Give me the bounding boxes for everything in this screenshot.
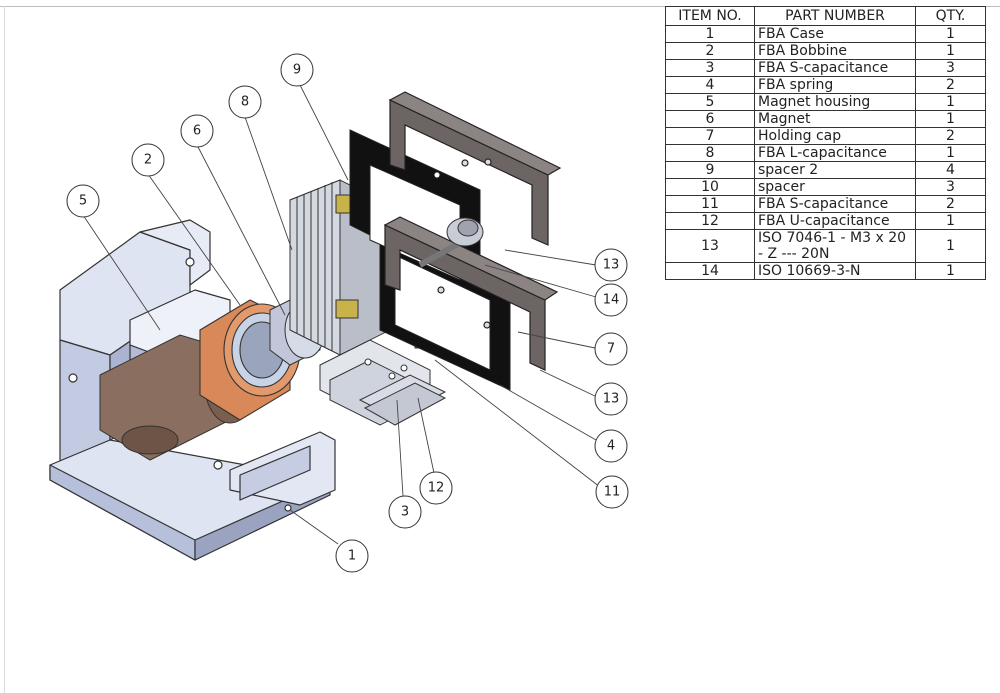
bom-qty: 2 (915, 195, 986, 213)
sheet-border-left (4, 6, 5, 693)
balloon-4: 4 (594, 429, 628, 463)
plate-stack-part (289, 179, 447, 426)
bom-item-no: 4 (665, 76, 755, 94)
svg-text:13: 13 (603, 392, 620, 407)
bom-qty: 2 (915, 76, 986, 94)
bom-item-no: 12 (665, 212, 755, 230)
bom-item-no: 6 (665, 110, 755, 128)
bom-qty: 1 (915, 110, 986, 128)
bom-part-number: ISO 10669-3-N (754, 262, 916, 280)
svg-text:9: 9 (293, 63, 301, 78)
svg-text:14: 14 (603, 293, 620, 308)
bom-part-number: spacer 2 (754, 161, 916, 179)
bom-part-number: FBA U-capacitance (754, 212, 916, 230)
svg-text:5: 5 (79, 194, 87, 209)
bom-qty: 1 (915, 262, 986, 280)
bom-header-row: ITEM NO. PART NUMBER QTY. (665, 6, 986, 26)
bom-qty: 4 (915, 161, 986, 179)
bom-item-no: 3 (665, 59, 755, 77)
balloon-9: 9 (280, 53, 314, 87)
svg-text:11: 11 (604, 485, 621, 500)
svg-text:1: 1 (348, 549, 356, 564)
balloon-13-lower: 13 (594, 382, 628, 416)
balloon-7: 7 (594, 332, 628, 366)
bom-qty: 3 (915, 59, 986, 77)
bom-qty: 2 (915, 127, 986, 145)
bom-qty: 1 (915, 212, 986, 230)
svg-text:6: 6 (193, 124, 201, 139)
bom-part-number: ISO 7046-1 - M3 x 20 - Z --- 20N (754, 229, 916, 263)
bom-part-number: spacer (754, 178, 916, 196)
bom-item-no: 7 (665, 127, 755, 145)
bom-part-number: Magnet (754, 110, 916, 128)
bom-item-no: 10 (665, 178, 755, 196)
leader-lines (82, 84, 601, 545)
balloon-1: 1 (335, 539, 369, 573)
bom-qty: 3 (915, 178, 986, 196)
svg-text:12: 12 (428, 481, 445, 496)
bom-qty: 1 (915, 42, 986, 60)
balloon-8: 8 (228, 85, 262, 119)
screw-and-nut-part (418, 217, 484, 268)
bom-qty: 1 (915, 229, 986, 263)
balloon-11: 11 (595, 475, 629, 509)
sheet-border-top (0, 6, 1000, 7)
balloon-3: 3 (388, 495, 422, 529)
header-part-number: PART NUMBER (754, 6, 916, 26)
header-item-no: ITEM NO. (665, 6, 755, 26)
bom-part-number: Magnet housing (754, 93, 916, 111)
bom-item-no: 2 (665, 42, 755, 60)
svg-text:3: 3 (401, 505, 409, 520)
svg-text:7: 7 (607, 342, 615, 357)
balloon-5: 5 (66, 184, 100, 218)
bom-part-number: FBA S-capacitance (754, 59, 916, 77)
bom-item-no: 1 (665, 25, 755, 43)
bom-part-number: Holding cap (754, 127, 916, 145)
bom-item-no: 8 (665, 144, 755, 162)
bom-part-number: FBA Bobbine (754, 42, 916, 60)
balloon-14: 14 (594, 283, 628, 317)
bom-item-no: 5 (665, 93, 755, 111)
balloon-13-upper: 13 (594, 248, 628, 282)
bom-qty: 1 (915, 25, 986, 43)
bom-item-no: 9 (665, 161, 755, 179)
bom-qty: 1 (915, 93, 986, 111)
exploded-assembly-view: 1 2 3 4 5 6 7 8 9 11 12 13 13 14 (49, 53, 629, 573)
bom-item-no: 11 (665, 195, 755, 213)
bom-part-number: FBA S-capacitance (754, 195, 916, 213)
balloon-12: 12 (419, 471, 453, 505)
bom-part-number: FBA Case (754, 25, 916, 43)
header-qty: QTY. (915, 6, 986, 26)
bom-qty: 1 (915, 144, 986, 162)
balloon-6: 6 (180, 114, 214, 148)
svg-text:13: 13 (603, 258, 620, 273)
svg-text:2: 2 (144, 153, 152, 168)
bom-item-no: 14 (665, 262, 755, 280)
svg-text:4: 4 (607, 439, 615, 454)
balloon-2: 2 (131, 143, 165, 177)
svg-text:8: 8 (241, 95, 249, 110)
bom-part-number: FBA spring (754, 76, 916, 94)
bom-part-number: FBA L-capacitance (754, 144, 916, 162)
bom-item-no: 13 (665, 229, 755, 263)
